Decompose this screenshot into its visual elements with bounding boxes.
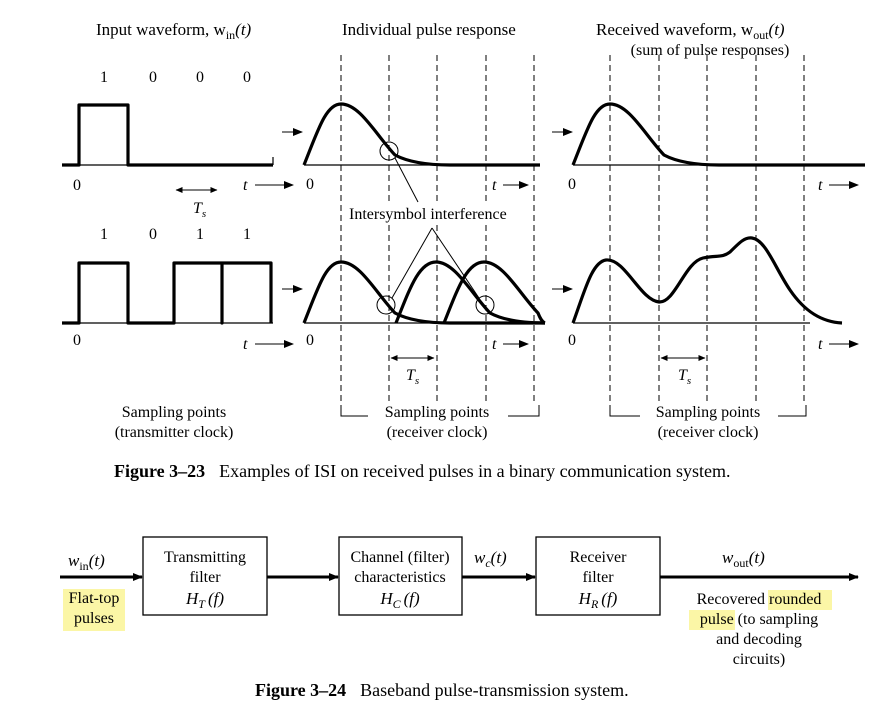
bit-label: 0 <box>196 69 204 86</box>
time-axis-label: t <box>243 336 248 353</box>
sampling-bracket <box>340 405 368 417</box>
received-waveform-bottom <box>571 236 843 325</box>
sampling-label: Sampling points <box>656 404 760 421</box>
sampling-bracket <box>609 405 640 417</box>
ts-label: Ts <box>406 367 419 387</box>
sampling-bracket <box>508 405 540 417</box>
bit-label: 0 <box>149 69 157 86</box>
sampling-label: (transmitter clock) <box>115 424 234 441</box>
isi-pointer <box>431 227 480 299</box>
received-waveform-top <box>571 102 865 167</box>
output-signal-label: wout(t) <box>722 548 765 570</box>
bits-top: 1 0 0 0 <box>100 69 251 86</box>
highlight-rounded <box>768 590 832 610</box>
time-axis-label: t <box>243 177 248 194</box>
bits-bottom: 1 0 1 1 <box>100 226 251 243</box>
input-signal-label: win(t) <box>68 551 105 573</box>
input-waveform-top <box>62 103 274 167</box>
pulse-response-title: Individual pulse response <box>342 20 516 39</box>
input-waveform-bottom <box>62 261 273 325</box>
bit-label: 1 <box>196 226 204 243</box>
box-label: Transmitting <box>164 549 246 566</box>
flat-top-label: pulses <box>74 610 114 627</box>
channel-output-label: wc(t) <box>474 548 507 570</box>
output-note-line-4: circuits) <box>733 651 785 668</box>
sampling-label: Sampling points <box>122 404 226 421</box>
transmitting-filter-box <box>142 536 268 616</box>
output-note-line-1: Recovered rounded <box>697 591 822 608</box>
flat-top-label: Flat-top <box>69 590 120 607</box>
box-label: Receiver <box>570 549 628 566</box>
box-label: filter <box>582 569 614 586</box>
origin-label: 0 <box>568 332 576 349</box>
received-waveform-note: (sum of pulse responses) <box>631 42 790 59</box>
isi-pointer <box>394 157 419 203</box>
time-axis-label: t <box>492 336 497 353</box>
bit-label: 1 <box>100 226 108 243</box>
bit-label: 0 <box>149 226 157 243</box>
pulse-response-1 <box>302 260 545 325</box>
origin-label: 0 <box>306 332 314 349</box>
box-label: filter <box>189 569 221 586</box>
origin-label: 0 <box>73 177 81 194</box>
input-waveform-title: Input waveform, win(t) <box>96 20 252 42</box>
isi-circle <box>379 141 399 161</box>
bit-label: 1 <box>100 69 108 86</box>
receiver-filter-box <box>535 536 661 616</box>
origin-label: 0 <box>568 176 576 193</box>
time-axis-label: t <box>818 177 823 194</box>
isi-circle <box>376 295 396 315</box>
transfer-function-label: HR(f) <box>578 589 618 611</box>
pulse-response-panel: 0 0 t t Intersymbol interference Ts <box>282 55 546 417</box>
origin-label: 0 <box>306 176 314 193</box>
sampling-bracket <box>778 405 807 417</box>
sampling-label: (receiver clock) <box>387 424 488 441</box>
highlight-flat-top <box>63 589 125 631</box>
bit-label: 0 <box>243 69 251 86</box>
channel-filter-box <box>338 536 463 616</box>
transfer-function-label: HT(f) <box>185 589 224 611</box>
sampling-labels: Sampling points (transmitter clock) Samp… <box>115 404 761 441</box>
isi-circle <box>475 295 495 315</box>
output-note-line-2: pulse (to sampling <box>700 611 818 628</box>
box-label: characteristics <box>354 569 446 586</box>
received-waveform-title: Received waveform, wout(t) <box>596 20 785 42</box>
sampling-label: Sampling points <box>385 404 489 421</box>
sampling-label: (receiver clock) <box>658 424 759 441</box>
transfer-function-label: HC(f) <box>379 589 420 611</box>
time-axis-label: t <box>492 177 497 194</box>
pulse-response-4 <box>442 260 546 325</box>
output-note-line-3: and decoding <box>716 631 802 648</box>
received-waveform-panel: 0 0 t t Ts <box>552 55 865 417</box>
baseband-block-diagram: win(t) Flat-top pulses Transmitting filt… <box>60 536 859 668</box>
ts-label: Ts <box>193 200 206 220</box>
isi-pointer <box>391 227 433 299</box>
ts-label: Ts <box>678 367 691 387</box>
single-pulse-response <box>302 102 540 167</box>
origin-label: 0 <box>73 332 81 349</box>
highlight-pulse <box>689 610 735 630</box>
isi-label: Intersymbol interference <box>349 206 507 223</box>
bit-label: 1 <box>243 226 251 243</box>
pulse-response-3 <box>394 260 546 325</box>
box-label: Channel (filter) <box>350 549 449 566</box>
time-axis-label: t <box>818 336 823 353</box>
